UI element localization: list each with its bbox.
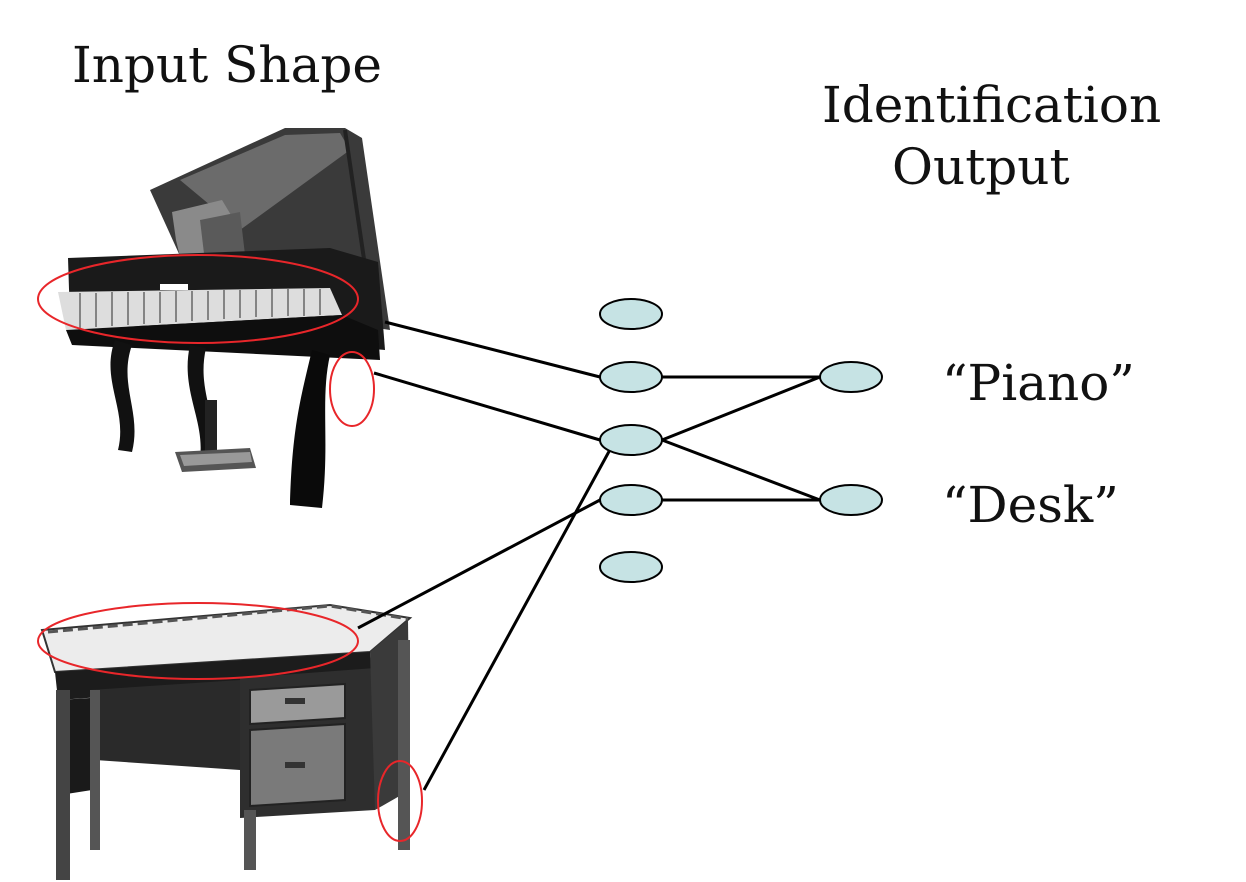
highlight-piano-keyboard (37, 254, 359, 344)
desk-leg-left (56, 690, 70, 880)
output-node-desk (819, 484, 883, 516)
edge-node3-to-piano (661, 375, 821, 442)
output-label-desk: “Desk” (942, 476, 1119, 534)
piano-image (58, 128, 390, 508)
piano-leg-right (290, 350, 330, 508)
piano-keyboard (58, 288, 342, 330)
input-shape-heading: Input Shape (72, 36, 383, 94)
hidden-node (599, 424, 663, 456)
edge-desktop-to-node4 (357, 498, 601, 630)
desk-image (40, 603, 413, 880)
edge-desk-leg-to-node3 (422, 445, 614, 791)
piano-nameplate (160, 284, 188, 290)
output-label-piano: “Piano” (942, 354, 1135, 412)
connection-lines (357, 320, 821, 791)
edge-leg-to-node3 (373, 371, 601, 442)
highlight-desk-leg (377, 760, 423, 842)
highlight-piano-leg (329, 351, 375, 427)
output-nodes (819, 361, 883, 516)
piano-leg-left (110, 340, 135, 452)
edge-keyboard-to-node2 (384, 320, 601, 379)
edge-node3-to-desk (661, 438, 821, 502)
desk-leg-right (398, 640, 410, 850)
hidden-nodes (599, 298, 663, 583)
hidden-node (599, 484, 663, 516)
hidden-node (599, 298, 663, 330)
highlight-desk-top (37, 602, 359, 680)
identification-heading: Identification (822, 76, 1162, 134)
output-node-piano (819, 361, 883, 393)
desk-leg-front (244, 810, 256, 870)
feature-highlights (37, 254, 423, 842)
hidden-node (599, 551, 663, 583)
hidden-node (599, 361, 663, 393)
output-heading: Output (892, 138, 1070, 196)
